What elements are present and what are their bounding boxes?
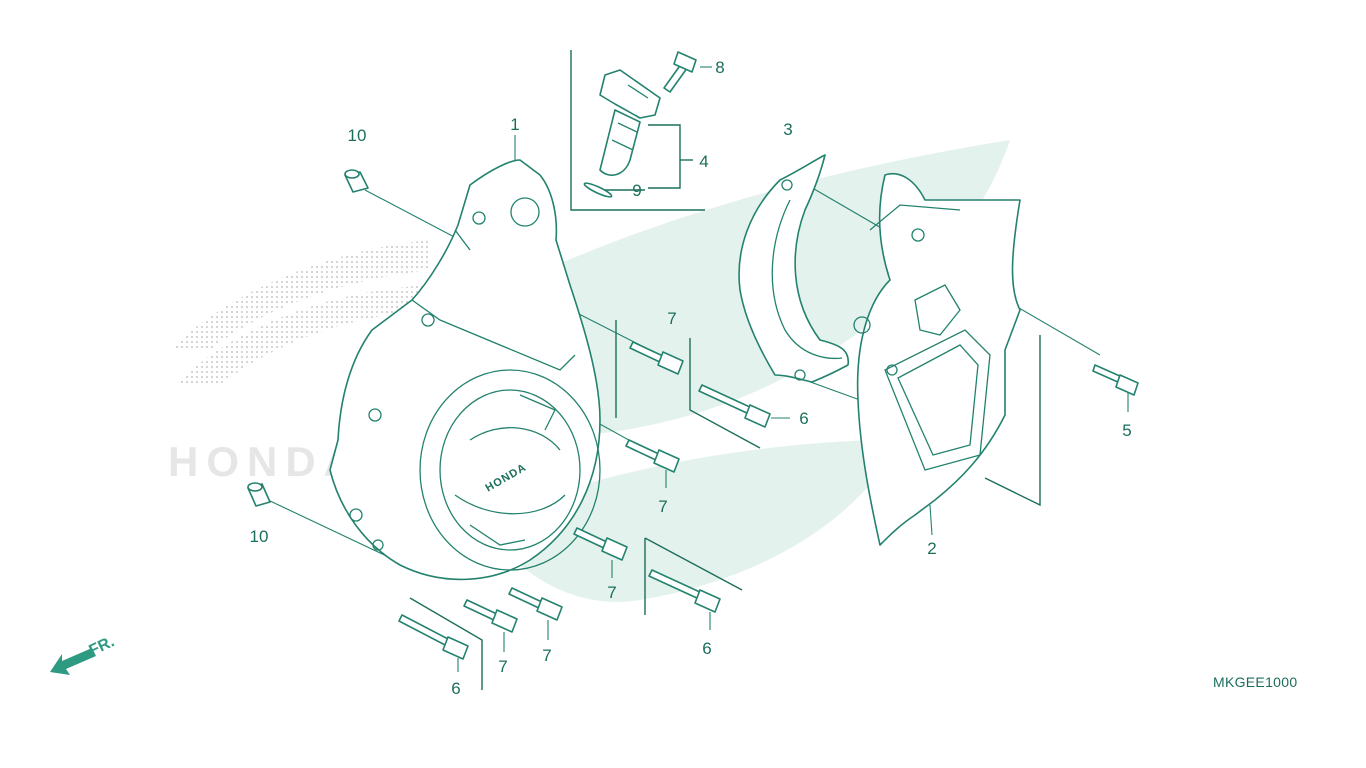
callout-1: 1 (510, 115, 519, 134)
front-label: FR. (87, 633, 118, 659)
gasket (738, 154, 849, 383)
callout-10b: 10 (250, 527, 269, 546)
small-bolt (663, 51, 697, 93)
sprocket-cover (853, 173, 1021, 546)
front-arrow-icon (50, 648, 96, 675)
callout-7d: 7 (498, 657, 507, 676)
callout-4: 4 (699, 152, 708, 171)
callout-9: 9 (632, 181, 641, 200)
callout-6b: 6 (702, 639, 711, 658)
callout-7a: 7 (667, 309, 676, 328)
callout-10a: 10 (348, 126, 367, 145)
dowel-pins (247, 169, 369, 507)
callout-labels: 1 2 3 4 5 6 6 6 7 7 7 7 7 8 9 10 10 (250, 58, 1132, 698)
callout-3: 3 (783, 120, 792, 139)
bolt-7c (573, 527, 628, 561)
bolt-6a (698, 384, 771, 428)
bolt-5 (1092, 364, 1139, 396)
watermark-text: HONDA (168, 438, 362, 485)
bracket-lines (409, 50, 1041, 690)
callout-7e: 7 (542, 646, 551, 665)
o-ring (583, 182, 613, 198)
callout-6c: 6 (451, 679, 460, 698)
diagram-code: MKGEE1000 (1213, 674, 1297, 690)
front-indicator: FR. (50, 633, 117, 675)
bolt-7e (508, 587, 563, 621)
generator-cover: HONDA (329, 159, 601, 581)
bolt-7d (463, 599, 518, 633)
bolt-6b (648, 569, 721, 613)
callout-2: 2 (927, 539, 936, 558)
callout-7c: 7 (607, 583, 616, 602)
callout-5: 5 (1122, 421, 1131, 440)
sensor (599, 69, 661, 176)
bolt-6c (398, 614, 469, 660)
callout-6a: 6 (799, 409, 808, 428)
callout-8: 8 (715, 58, 724, 77)
bolt-7a (629, 341, 684, 375)
bolt-7b (625, 439, 680, 473)
callout-7b: 7 (658, 497, 667, 516)
flange-bolts (398, 341, 1139, 660)
